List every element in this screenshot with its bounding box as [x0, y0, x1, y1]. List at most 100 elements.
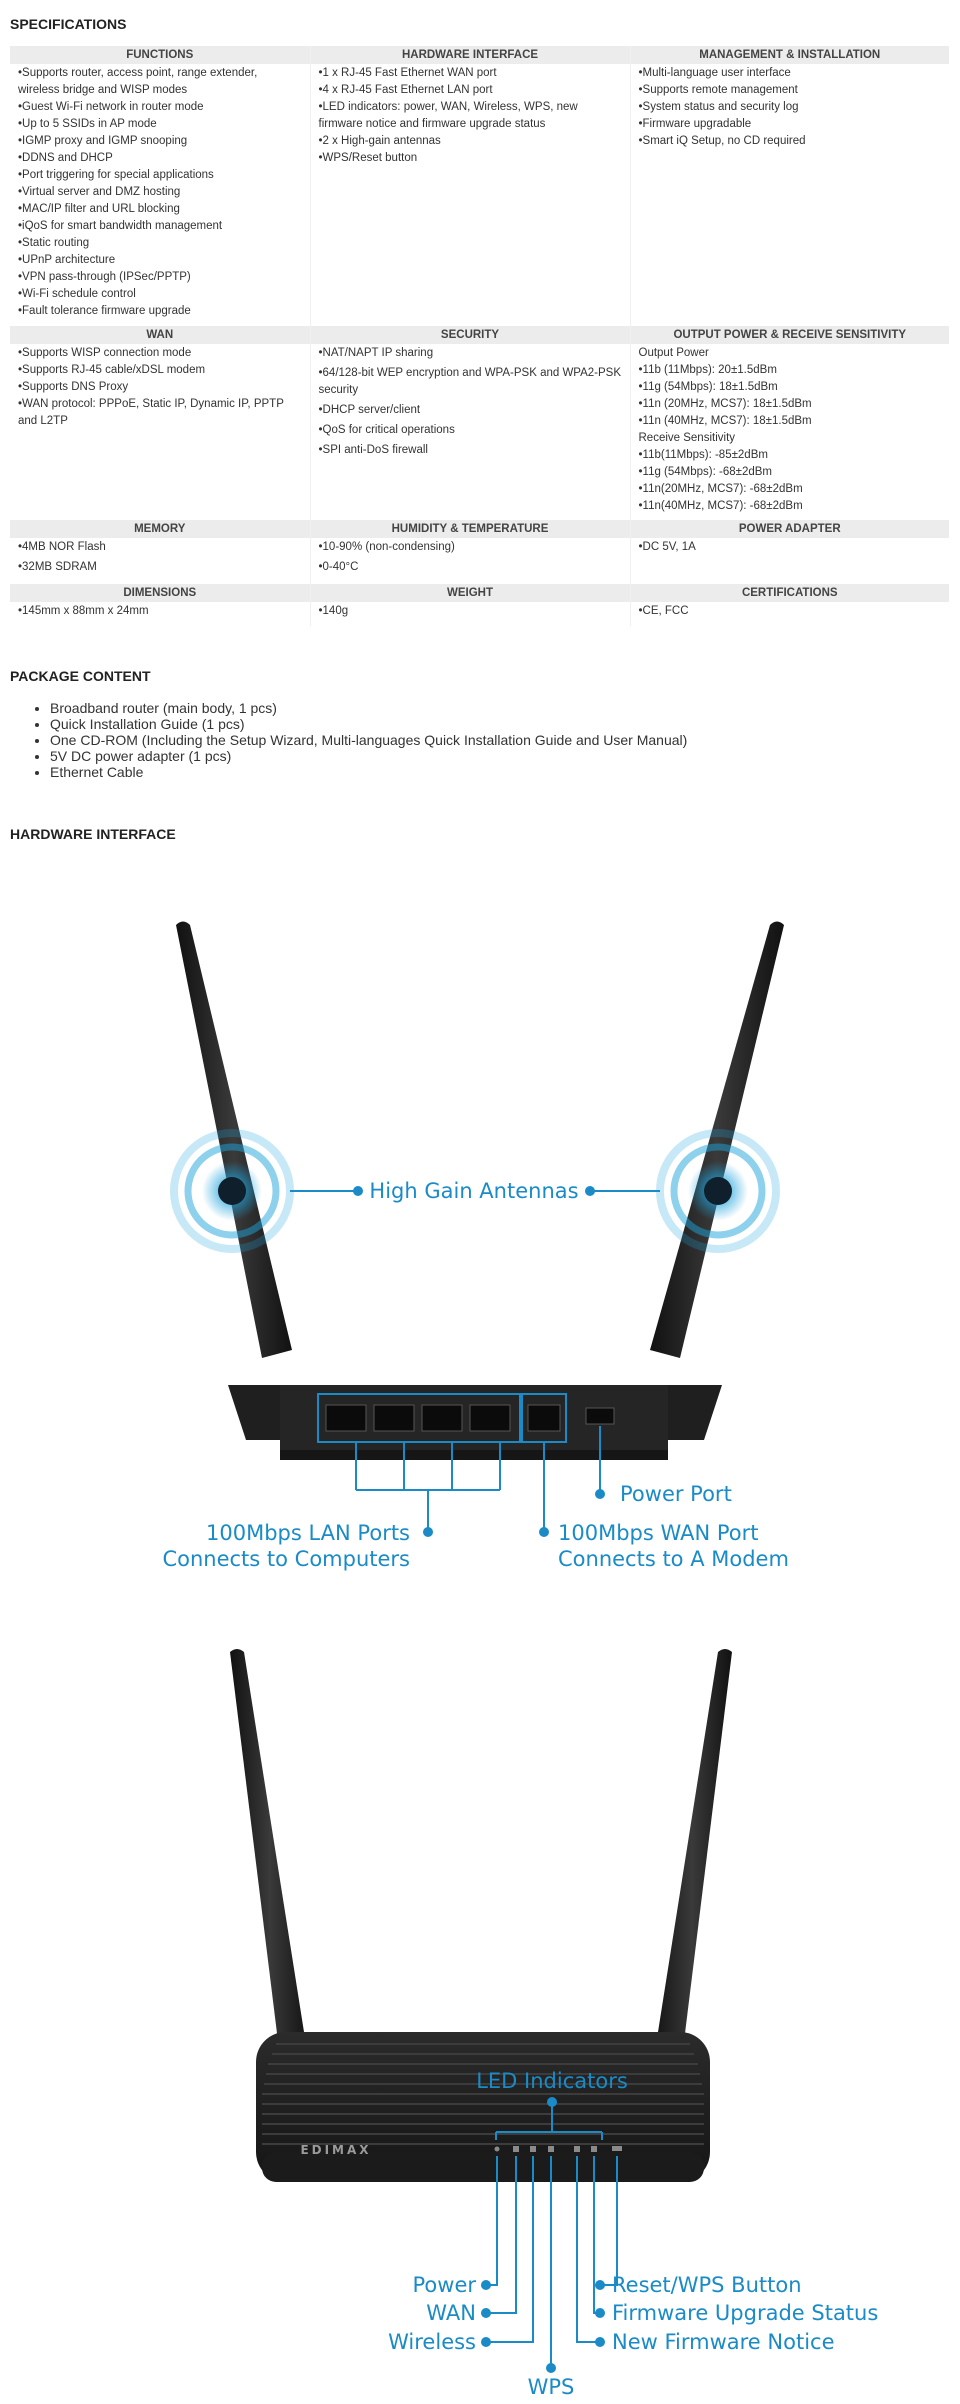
spec-item: •Supports WISP connection mode [18, 347, 192, 359]
spec-header-row: DIMENSIONS WEIGHT CERTIFICATIONS [10, 584, 949, 602]
spec-cell-dimensions: •145mm x 88mm x 24mm [10, 602, 311, 626]
package-item: Quick Installation Guide (1 pcs) [50, 716, 687, 732]
spec-cell-management: •Multi-language user interface •Supports… [630, 64, 949, 326]
antennas-label: High Gain Antennas [369, 1179, 578, 1203]
wan-port-sublabel: Connects to A Modem [558, 1547, 789, 1571]
spec-item: •Guest Wi-Fi network in router mode [18, 101, 204, 113]
callout-dot-icon [595, 2337, 605, 2347]
spec-item: •WAN protocol: PPPoE, Static IP, Dynamic… [18, 398, 284, 427]
spec-item: •UPnP architecture [18, 254, 116, 266]
power-port-label: Power Port [620, 1482, 732, 1506]
spec-cell-power-adapter: •DC 5V, 1A [630, 538, 949, 584]
new-firmware-label: New Firmware Notice [612, 2330, 835, 2354]
callout-dot-icon [595, 2308, 605, 2318]
package-item: 5V DC power adapter (1 pcs) [50, 748, 687, 764]
front-callout-dots [481, 2280, 605, 2373]
spec-item: •4 x RJ-45 Fast Ethernet LAN port [318, 84, 493, 96]
wan-led-icon [513, 2146, 519, 2152]
spec-cell-certifications: •CE, FCC [630, 602, 949, 626]
package-content-list: Broadband router (main body, 1 pcs) Quic… [30, 700, 687, 780]
spec-cell-humidity: •10-90% (non-condensing) •0-40°C [310, 538, 631, 584]
spec-item: •LED indicators: power, WAN, Wireless, W… [318, 101, 578, 130]
reset-button-icon [612, 2146, 622, 2151]
package-content-title: PACKAGE CONTENT [10, 668, 151, 684]
router-rear-figure: High Gain Antennas Power Port 100Mbps LA… [162, 921, 789, 1571]
power-led-icon [494, 2146, 500, 2152]
lan-ports-box [317, 1393, 521, 1443]
spec-item: •11g (54Mbps): -68±2dBm [638, 466, 773, 478]
lan-port-icons [325, 1404, 511, 1432]
spec-item: •4MB NOR Flash [18, 541, 106, 553]
spec-cell-output-power: Output Power •11b (11Mbps): 20±1.5dBm •1… [630, 344, 949, 520]
spec-body-row: •145mm x 88mm x 24mm •140g •CE, FCC [10, 602, 949, 626]
spec-item: Receive Sensitivity [638, 432, 736, 444]
lan-ports-label: 100Mbps LAN Ports [206, 1521, 410, 1545]
brand-logo: EDIMAX [300, 2143, 371, 2157]
spec-item: •10-90% (non-condensing) [318, 541, 455, 553]
spec-header: HARDWARE INTERFACE [310, 46, 631, 64]
spec-item: •Virtual server and DMZ hosting [18, 186, 181, 198]
callout-dot-icon [539, 1527, 549, 1537]
lan-ports-sublabel: Connects to Computers [162, 1547, 410, 1571]
spec-item: •System status and security log [638, 101, 799, 113]
spec-item: •DC 5V, 1A [638, 541, 696, 553]
left-antenna-glow-icon [170, 1129, 294, 1253]
spec-item: •11g (54Mbps): 18±1.5dBm [638, 381, 778, 393]
spec-header-row: WAN SECURITY OUTPUT POWER & RECEIVE SENS… [10, 326, 949, 344]
spec-item: •11b (11Mbps): 20±1.5dBm [638, 364, 777, 376]
spec-item: •IGMP proxy and IGMP snooping [18, 135, 188, 147]
right-antenna-glow-icon [656, 1129, 780, 1253]
spec-cell-security: •NAT/NAPT IP sharing •64/128-bit WEP enc… [310, 344, 631, 520]
callout-dot-icon [353, 1186, 363, 1196]
spec-header: OUTPUT POWER & RECEIVE SENSITIVITY [630, 326, 949, 344]
spec-item: •Smart iQ Setup, no CD required [638, 135, 806, 147]
lan-callout-lines [355, 1442, 501, 1528]
spec-item: •Firmware upgradable [638, 118, 752, 130]
wan-led-label: WAN [426, 2301, 476, 2325]
router-front-body [256, 2032, 710, 2182]
wps-led-icon [548, 2146, 554, 2152]
spec-header: CERTIFICATIONS [630, 584, 949, 602]
spec-item: •SPI anti-DoS firewall [318, 444, 428, 456]
spec-body-row: •4MB NOR Flash •32MB SDRAM •10-90% (non-… [10, 538, 949, 584]
spec-item: •140g [318, 605, 349, 617]
spec-item: •Up to 5 SSIDs in AP mode [18, 118, 157, 130]
spec-item: •WPS/Reset button [318, 152, 418, 164]
spec-header: WAN [10, 326, 311, 344]
spec-item: •Wi-Fi schedule control [18, 288, 136, 300]
spec-header-row: FUNCTIONS HARDWARE INTERFACE MANAGEMENT … [10, 46, 949, 64]
spec-cell-weight: •140g [310, 602, 631, 626]
power-port-icon [585, 1407, 615, 1425]
callout-dot-icon [595, 1489, 605, 1499]
spec-item: •2 x High-gain antennas [318, 135, 441, 147]
spec-header: SECURITY [310, 326, 631, 344]
spec-item: Output Power [638, 347, 709, 359]
spec-item: •Supports DNS Proxy [18, 381, 129, 393]
spec-cell-hardware-interface: •1 x RJ-45 Fast Ethernet WAN port •4 x R… [310, 64, 631, 326]
spec-item: •145mm x 88mm x 24mm [18, 605, 149, 617]
wan-port-label: 100Mbps WAN Port [558, 1521, 758, 1545]
led-indicator-icons [494, 2146, 622, 2152]
spec-header: MEMORY [10, 520, 311, 538]
right-antenna [652, 1649, 732, 2074]
spec-item: •Fault tolerance firmware upgrade [18, 305, 191, 317]
spec-item: •32MB SDRAM [18, 561, 97, 573]
spec-item: •NAT/NAPT IP sharing [318, 347, 434, 359]
spec-item: •Static routing [18, 237, 90, 249]
spec-item: •Multi-language user interface [638, 67, 791, 79]
callout-dot-icon [585, 1186, 595, 1196]
package-item: One CD-ROM (Including the Setup Wizard, … [50, 732, 687, 748]
spec-item: •Supports RJ-45 cable/xDSL modem [18, 364, 206, 376]
notice-led-icon [574, 2146, 580, 2152]
spec-item: •11n (40MHz, MCS7): 18±1.5dBm [638, 415, 812, 427]
power-led-label: Power [413, 2273, 477, 2297]
spec-item: •iQoS for smart bandwidth management [18, 220, 223, 232]
spec-cell-memory: •4MB NOR Flash •32MB SDRAM [10, 538, 311, 584]
led-callout-lines [495, 2106, 603, 2140]
wireless-led-icon [530, 2146, 536, 2152]
spec-header-row: MEMORY HUMIDITY & TEMPERATURE POWER ADAP… [10, 520, 949, 538]
callout-dot-icon [481, 2280, 491, 2290]
spec-header: DIMENSIONS [10, 584, 311, 602]
left-antenna [176, 921, 292, 1358]
hardware-interface-title: HARDWARE INTERFACE [10, 826, 176, 842]
